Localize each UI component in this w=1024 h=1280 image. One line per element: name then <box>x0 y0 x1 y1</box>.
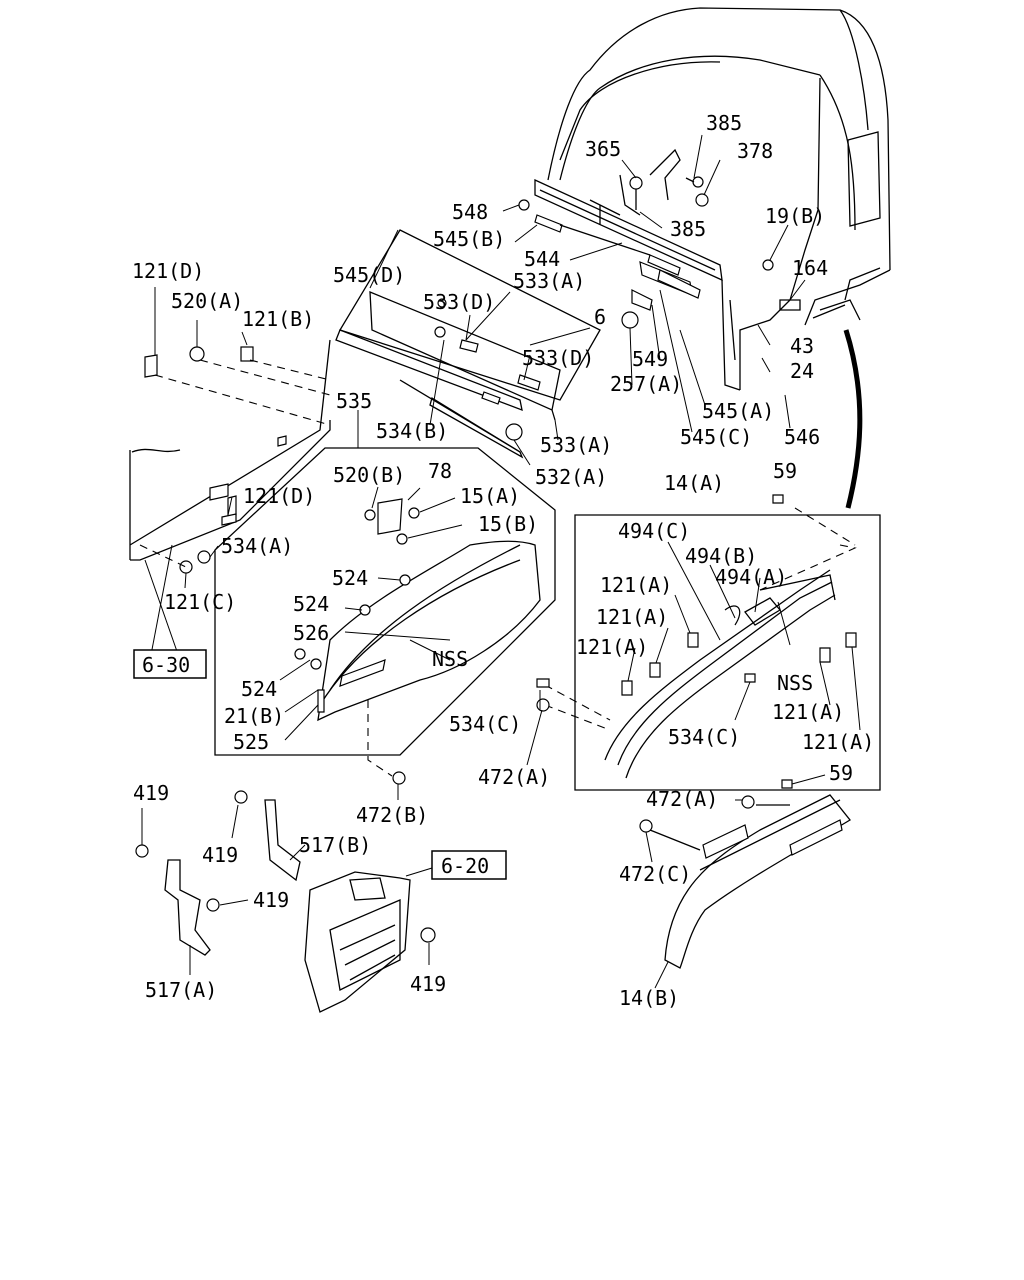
callout-385-lower: 385 <box>670 217 706 241</box>
callout-526: 526 <box>293 621 329 645</box>
callout-534c-right: 534(C) <box>668 725 740 749</box>
callout-517b: 517(B) <box>299 833 371 857</box>
callout-472c: 472(C) <box>619 862 691 886</box>
callout-121a-1: 121(A) <box>600 573 672 597</box>
fender-lower-right <box>639 779 851 969</box>
callout-378: 378 <box>737 139 773 163</box>
callout-517a: 517(A) <box>145 978 217 1002</box>
callout-524-2: 524 <box>293 592 329 616</box>
callout-524-3: 524 <box>241 677 277 701</box>
callout-19b: 19(B) <box>765 204 825 228</box>
callout-534b: 534(B) <box>376 419 448 443</box>
callout-121a-5: 121(A) <box>802 730 874 754</box>
left-side-panel <box>129 339 331 574</box>
callout-43: 43 <box>790 334 814 358</box>
callout-533a-low: 533(A) <box>540 433 612 457</box>
callout-nss-left: NSS <box>432 647 468 671</box>
callout-472a-upper: 472(A) <box>478 765 550 789</box>
reference-6-30-label: 6-30 <box>142 653 190 677</box>
callout-24: 24 <box>790 359 814 383</box>
callout-545a: 545(A) <box>702 399 774 423</box>
top-trim-panel <box>518 148 723 329</box>
cab-body <box>547 7 891 391</box>
center-detail-box <box>214 447 556 785</box>
callout-494b: 494(B) <box>685 544 757 568</box>
callout-545c: 545(C) <box>680 425 752 449</box>
callout-21b: 21(B) <box>224 704 284 728</box>
callout-14b: 14(B) <box>619 986 679 1010</box>
reference-6-20-label: 6-20 <box>441 854 489 878</box>
callout-520a: 520(A) <box>171 289 243 313</box>
header-panel <box>335 229 601 459</box>
leader-lines <box>141 134 861 989</box>
callout-121a-3: 121(A) <box>576 635 648 659</box>
callout-546: 546 <box>784 425 820 449</box>
callout-494a: 494(A) <box>715 565 787 589</box>
callout-15a: 15(A) <box>460 484 520 508</box>
callout-419-1: 419 <box>133 781 169 805</box>
callout-121c: 121(C) <box>164 590 236 614</box>
callout-385-top: 385 <box>706 111 742 135</box>
callout-520b: 520(B) <box>333 463 405 487</box>
callout-121d-low: 121(D) <box>243 484 315 508</box>
callout-544: 544 <box>524 247 560 271</box>
callout-164: 164 <box>792 256 828 280</box>
callout-labels: 385 365 378 385 548 545(B) 19(B) 544 121… <box>132 111 874 1010</box>
callout-6: 6 <box>594 305 606 329</box>
callout-494c: 494(C) <box>618 519 690 543</box>
callout-59-low: 59 <box>829 761 853 785</box>
callout-545b: 545(B) <box>433 227 505 251</box>
callout-121a-2: 121(A) <box>596 605 668 629</box>
reference-6-20[interactable]: 6-20 <box>431 850 507 880</box>
guide-arrow <box>843 329 863 509</box>
callout-545d: 545(D) <box>333 263 405 287</box>
step-assembly <box>304 871 436 1013</box>
callout-533d-mid: 533(D) <box>522 346 594 370</box>
callout-525: 525 <box>233 730 269 754</box>
callout-419-4: 419 <box>410 972 446 996</box>
callout-533d-top: 533(D) <box>423 290 495 314</box>
callout-257a: 257(A) <box>610 372 682 396</box>
callout-532a: 532(A) <box>535 465 607 489</box>
reference-6-30[interactable]: 6-30 <box>133 649 207 679</box>
callout-472a-lower: 472(A) <box>646 787 718 811</box>
callout-14a: 14(A) <box>664 471 724 495</box>
callout-472b: 472(B) <box>356 803 428 827</box>
callout-419-2: 419 <box>202 843 238 867</box>
right-detail-box <box>536 494 881 791</box>
callout-549: 549 <box>632 347 668 371</box>
callout-59-top: 59 <box>773 459 797 483</box>
callout-534a: 534(A) <box>221 534 293 558</box>
callout-365: 365 <box>585 137 621 161</box>
callout-121d-top: 121(D) <box>132 259 204 283</box>
callout-535: 535 <box>336 389 372 413</box>
callout-524-1: 524 <box>332 566 368 590</box>
callout-15b: 15(B) <box>478 512 538 536</box>
brackets <box>135 790 301 956</box>
callout-533a-top: 533(A) <box>513 269 585 293</box>
callout-121b: 121(B) <box>242 307 314 331</box>
callout-121a-4: 121(A) <box>772 700 844 724</box>
callout-419-3: 419 <box>253 888 289 912</box>
callout-78: 78 <box>428 459 452 483</box>
callout-548: 548 <box>452 200 488 224</box>
callout-nss-right: NSS <box>777 671 813 695</box>
callout-534c-left: 534(C) <box>449 712 521 736</box>
